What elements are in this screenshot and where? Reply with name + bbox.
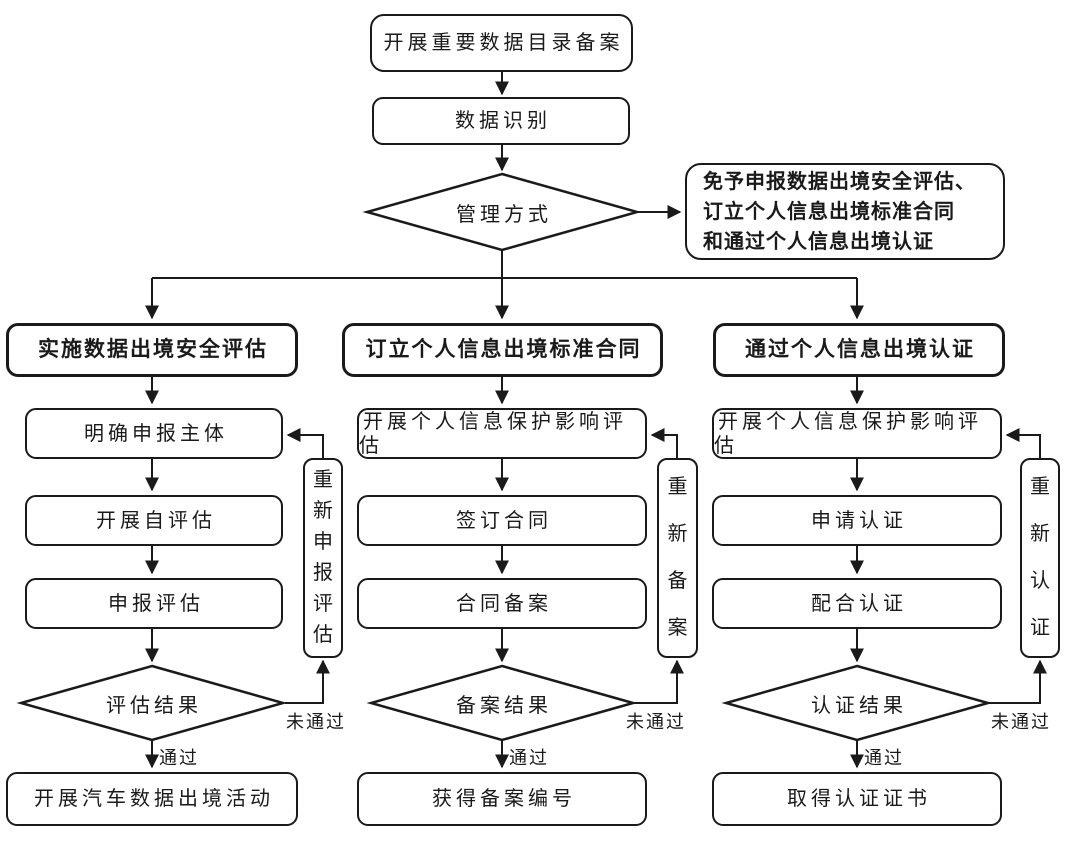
- contract-step-1: 开展个人信息保护影响评估: [357, 408, 647, 459]
- exemption-note: 免予申报数据出境安全评估、 订立个人信息出境标准合同 和通过个人信息出境认证: [685, 163, 1005, 260]
- assessment-result-decision-shape: [16, 664, 288, 742]
- assessment-step-2: 开展自评估: [25, 495, 283, 546]
- filing-pass-label: 通过: [509, 748, 549, 768]
- data-identification-node: 数据识别: [372, 97, 630, 145]
- reassessment-loop-node: 重新申报评估: [303, 458, 343, 658]
- assessment-step-3: 申报评估: [25, 578, 283, 629]
- recertification-loop-node: 重新认证: [1020, 458, 1060, 658]
- certification-branch-header: 通过个人信息出境认证: [713, 323, 1005, 377]
- assessment-branch-header: 实施数据出境安全评估: [6, 323, 298, 377]
- refiling-loop-node: 重新备案: [657, 458, 698, 658]
- assessment-fail-label: 未通过: [286, 712, 346, 732]
- certification-fail-label: 未通过: [991, 712, 1051, 732]
- assessment-step-1: 明确申报主体: [25, 408, 283, 459]
- certification-step-1: 开展个人信息保护影响评估: [712, 408, 1002, 459]
- exemption-note-line: 订立个人信息出境标准合同: [703, 200, 955, 223]
- management-mode-decision-shape: [362, 172, 642, 252]
- filing-fail-label: 未通过: [626, 712, 686, 732]
- filing-result-decision-label: 备案结果: [456, 694, 552, 717]
- certification-result-decision-label: 认证结果: [811, 694, 907, 717]
- exemption-note-line: 免予申报数据出境安全评估、: [703, 170, 976, 193]
- certification-pass-label: 通过: [864, 748, 904, 768]
- filing-result-decision-shape: [366, 664, 638, 742]
- exemption-note-line: 和通过个人信息出境认证: [703, 230, 934, 253]
- management-mode-decision-label: 管理方式: [456, 203, 552, 226]
- contract-step-2: 签订合同: [357, 495, 647, 546]
- start-node: 开展重要数据目录备案: [370, 14, 633, 72]
- certification-result-decision-shape: [721, 664, 993, 742]
- contract-branch-header: 订立个人信息出境标准合同: [342, 323, 663, 377]
- certification-outcome-node: 取得认证证书: [712, 772, 1002, 826]
- assessment-pass-label: 通过: [159, 748, 199, 768]
- filing-outcome-node: 获得备案编号: [357, 772, 647, 826]
- contract-step-3: 合同备案: [357, 578, 647, 629]
- assessment-outcome-node: 开展汽车数据出境活动: [6, 772, 298, 826]
- assessment-result-decision-label: 评估结果: [106, 694, 202, 717]
- certification-step-3: 配合认证: [712, 578, 1002, 629]
- certification-step-2: 申请认证: [712, 495, 1002, 546]
